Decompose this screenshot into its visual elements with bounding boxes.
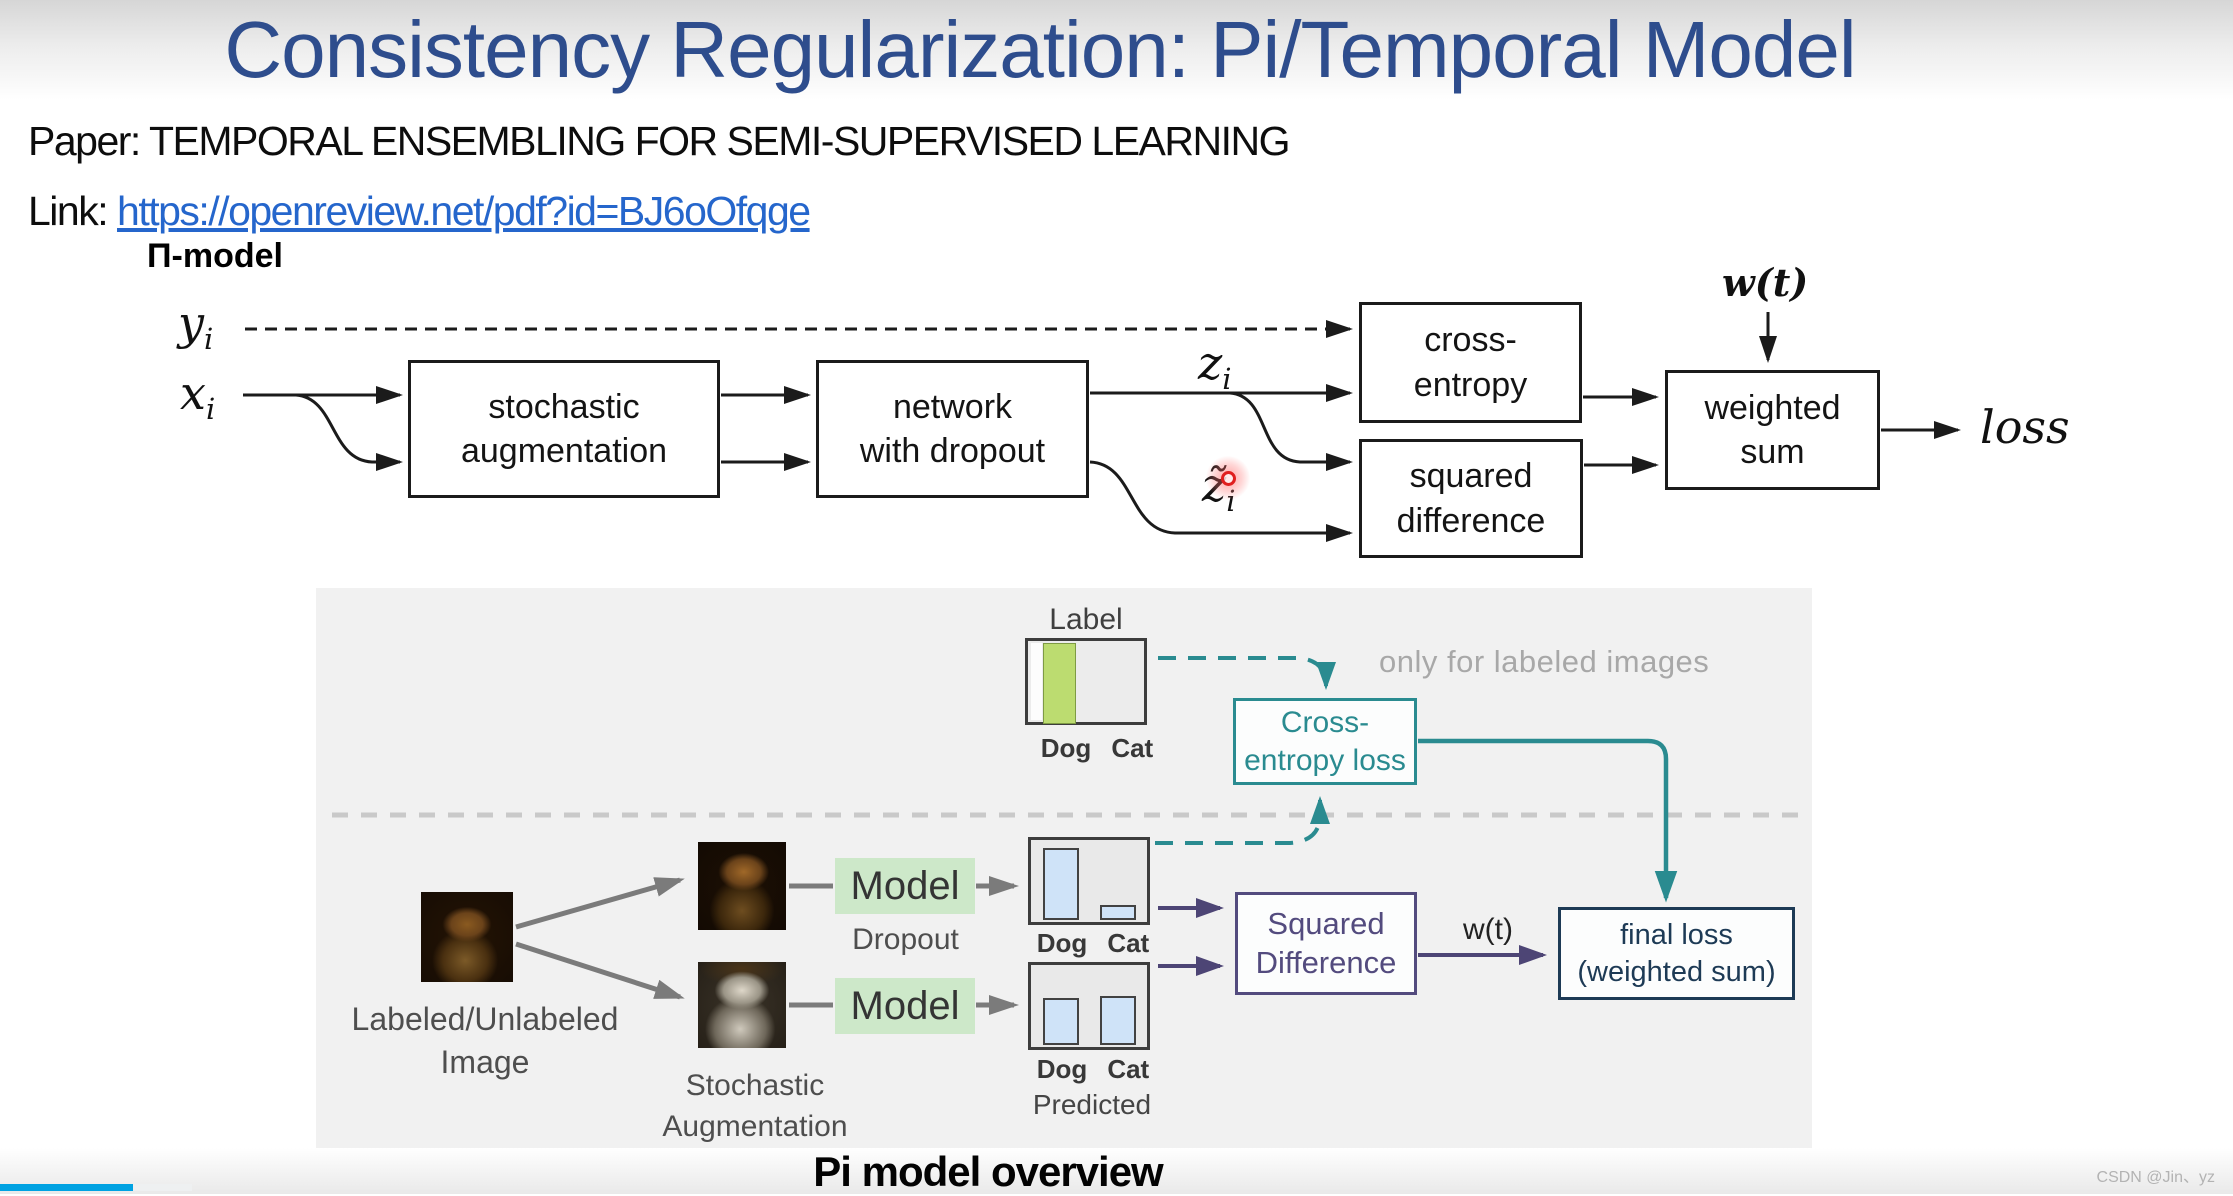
box-squared-difference: squared difference <box>1359 439 1583 558</box>
predicted-chart-2 <box>1028 962 1150 1050</box>
box-weighted-sum: weighted sum <box>1665 370 1880 490</box>
pred1-dog-bar <box>1043 847 1079 920</box>
var-zi: zi <box>1198 336 1232 397</box>
pi-model-heading: Π-model <box>147 237 283 275</box>
predicted-label: Predicted <box>1032 1089 1152 1120</box>
axis-cat: Cat <box>1111 733 1154 763</box>
overview-caption: Pi model overview <box>813 1148 1163 1195</box>
box-network-dropout: network with dropout <box>816 360 1089 498</box>
pred2-dog-bar <box>1043 998 1079 1045</box>
paper-line: Paper: TEMPORAL ENSEMBLING FOR SEMI-SUPE… <box>28 118 1291 165</box>
loss-label: loss <box>1980 400 2070 454</box>
axis-dog: Dog <box>1036 928 1088 958</box>
label-chart-axis: Dog Cat <box>1030 733 1164 764</box>
top-gradient <box>0 0 2233 100</box>
axis-cat: Cat <box>1107 1054 1150 1084</box>
axis-dog: Dog <box>1040 733 1092 763</box>
label-chart <box>1025 638 1147 725</box>
laser-pointer-ring <box>1221 471 1236 486</box>
box-stochastic-augmentation: stochastic augmentation <box>408 360 720 498</box>
dog-image-augmented-2 <box>698 962 786 1048</box>
pred1-cat-bar <box>1100 905 1136 920</box>
paper-title: TEMPORAL ENSEMBLING FOR SEMI-SUPERVISED … <box>148 118 1291 164</box>
wt-label-bottom: w(t) <box>1463 913 1513 946</box>
box-cross-entropy: cross- entropy <box>1359 302 1582 423</box>
watermark: CSDN @Jin、yz <box>2096 1169 2215 1186</box>
arrow-zi-to-squared-difference <box>1229 391 1353 471</box>
predicted-chart-1 <box>1028 837 1150 925</box>
pred2-cat-bar <box>1100 995 1136 1045</box>
stochastic-augmentation-caption: Stochastic Augmentation <box>662 1069 848 1143</box>
box-squared-difference-overview: Squared Difference <box>1235 892 1417 995</box>
paper-link[interactable]: https://openreview.net/pdf?id=BJ6oOfqge <box>117 188 811 234</box>
dropout-label: Dropout <box>852 923 959 956</box>
paper-label: Paper: <box>28 118 141 164</box>
model-box-1: Model <box>835 858 975 914</box>
axis-cat: Cat <box>1107 928 1150 958</box>
axis-dog: Dog <box>1036 1054 1088 1084</box>
label-chart-strip <box>1031 643 1042 720</box>
video-progress-filled[interactable] <box>0 1184 133 1191</box>
page-title: Consistency Regularization: Pi/Temporal … <box>224 5 1856 94</box>
dog-image-original <box>421 892 513 982</box>
var-yi: yi <box>178 296 214 357</box>
label-chart-title: Label <box>1049 603 1123 636</box>
note-only-labeled: only for labeled images <box>1379 644 1710 679</box>
link-label: Link: <box>28 188 109 234</box>
dog-image-augmented-1 <box>698 842 786 930</box>
wt-label-top: w(t) <box>1722 260 1809 305</box>
laser-pointer-dot <box>1206 456 1250 500</box>
box-cross-entropy-loss: Cross- entropy loss <box>1233 698 1417 785</box>
arrow-xi-to-augmentation-2 <box>295 393 403 471</box>
var-xi: xi <box>180 366 216 427</box>
label-chart-dog-bar <box>1043 643 1076 724</box>
video-progress-track[interactable] <box>133 1184 192 1191</box>
predicted-chart-2-axis: Dog Cat <box>1026 1054 1160 1085</box>
link-line: Link: https://openreview.net/pdf?id=BJ6o… <box>28 188 811 235</box>
source-image-caption: Labeled/Unlabeled Image <box>351 1001 619 1081</box>
bottom-gradient <box>0 1148 2233 1194</box>
predicted-chart-1-axis: Dog Cat <box>1026 928 1160 959</box>
model-box-2: Model <box>835 978 975 1034</box>
box-final-loss: final loss (weighted sum) <box>1558 907 1795 1000</box>
